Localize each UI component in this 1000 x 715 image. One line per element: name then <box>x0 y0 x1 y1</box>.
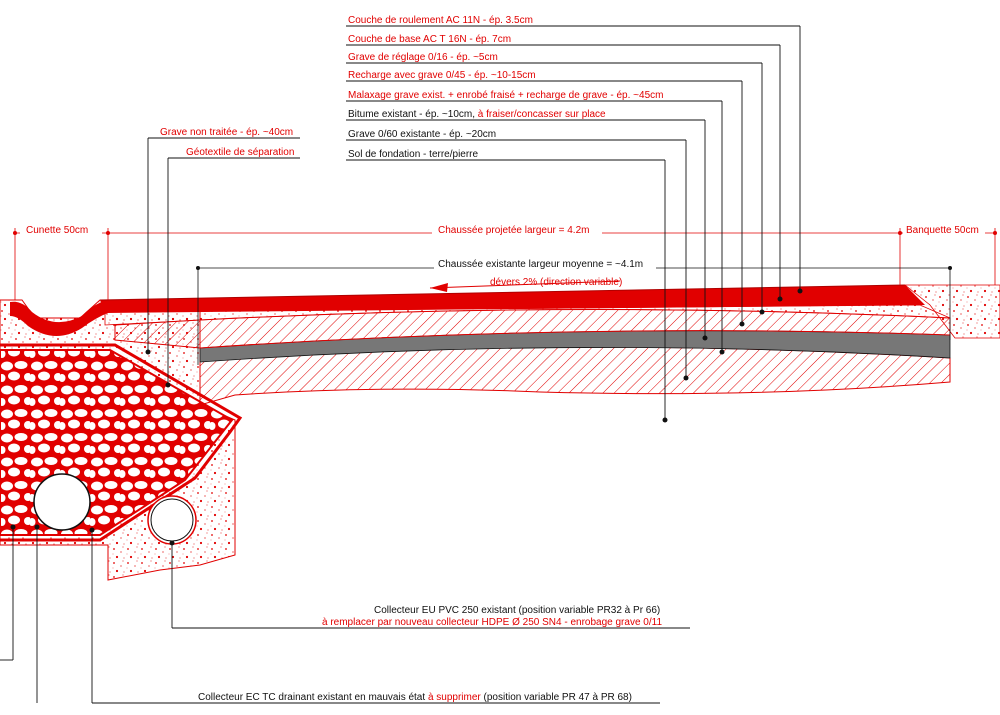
layer-grave-060 <box>199 346 951 406</box>
label-roulement: Couche de roulement AC 11N - ép. 3.5cm <box>348 15 533 26</box>
right-embankment <box>903 284 1000 339</box>
dim-cunette: Cunette 50cm <box>26 225 88 236</box>
layer-couche-base-roulement <box>99 284 925 313</box>
label-base: Couche de base AC T 16N - ép. 7cm <box>348 34 511 45</box>
cunette-gutter <box>10 300 110 337</box>
label-bitume: Bitume existant - ép. ~10cm, à fraiser/c… <box>348 109 606 120</box>
dim-chaussee-projetee: Chaussée projetée largeur = 4.2m <box>438 225 589 236</box>
devers-arrow <box>429 280 621 292</box>
label-reglage: Grave de réglage 0/16 - ép. ~5cm <box>348 52 498 63</box>
dim-chaussee-existante: Chaussée existante largeur moyenne = ~4.… <box>438 259 643 270</box>
leader-dots <box>145 288 803 423</box>
label-grave-non-traitee: Grave non traitée - ép. ~40cm <box>160 127 293 138</box>
label-recharge: Recharge avec grave 0/45 - ép. ~10-15cm <box>348 70 536 81</box>
label-grave060: Grave 0/60 existante - ép. ~20cm <box>348 129 496 140</box>
label-eu-remplacement: à remplacer par nouveau collecteur HDPE … <box>322 617 662 628</box>
bottom-leaders <box>0 524 690 704</box>
label-sol: Sol de fondation - terre/pierre <box>348 149 479 160</box>
layer-grave-reglage <box>104 304 951 326</box>
label-malaxage: Malaxage grave exist. + enrobé fraisé + … <box>348 90 663 101</box>
pipe-eu-pvc <box>147 495 197 545</box>
geotextile-line <box>0 343 243 542</box>
label-eu-existant: Collecteur EU PVC 250 existant (position… <box>374 605 660 616</box>
devers-label: dévers 2% (direction variable) <box>490 277 622 288</box>
dim-banquette: Banquette 50cm <box>906 225 979 236</box>
label-geotextile: Géotextile de séparation <box>186 147 294 158</box>
pipe-ec-drain <box>33 473 91 531</box>
leader-lines <box>147 25 801 420</box>
label-ec-drainant: Collecteur EC TC drainant existant en ma… <box>198 692 632 703</box>
